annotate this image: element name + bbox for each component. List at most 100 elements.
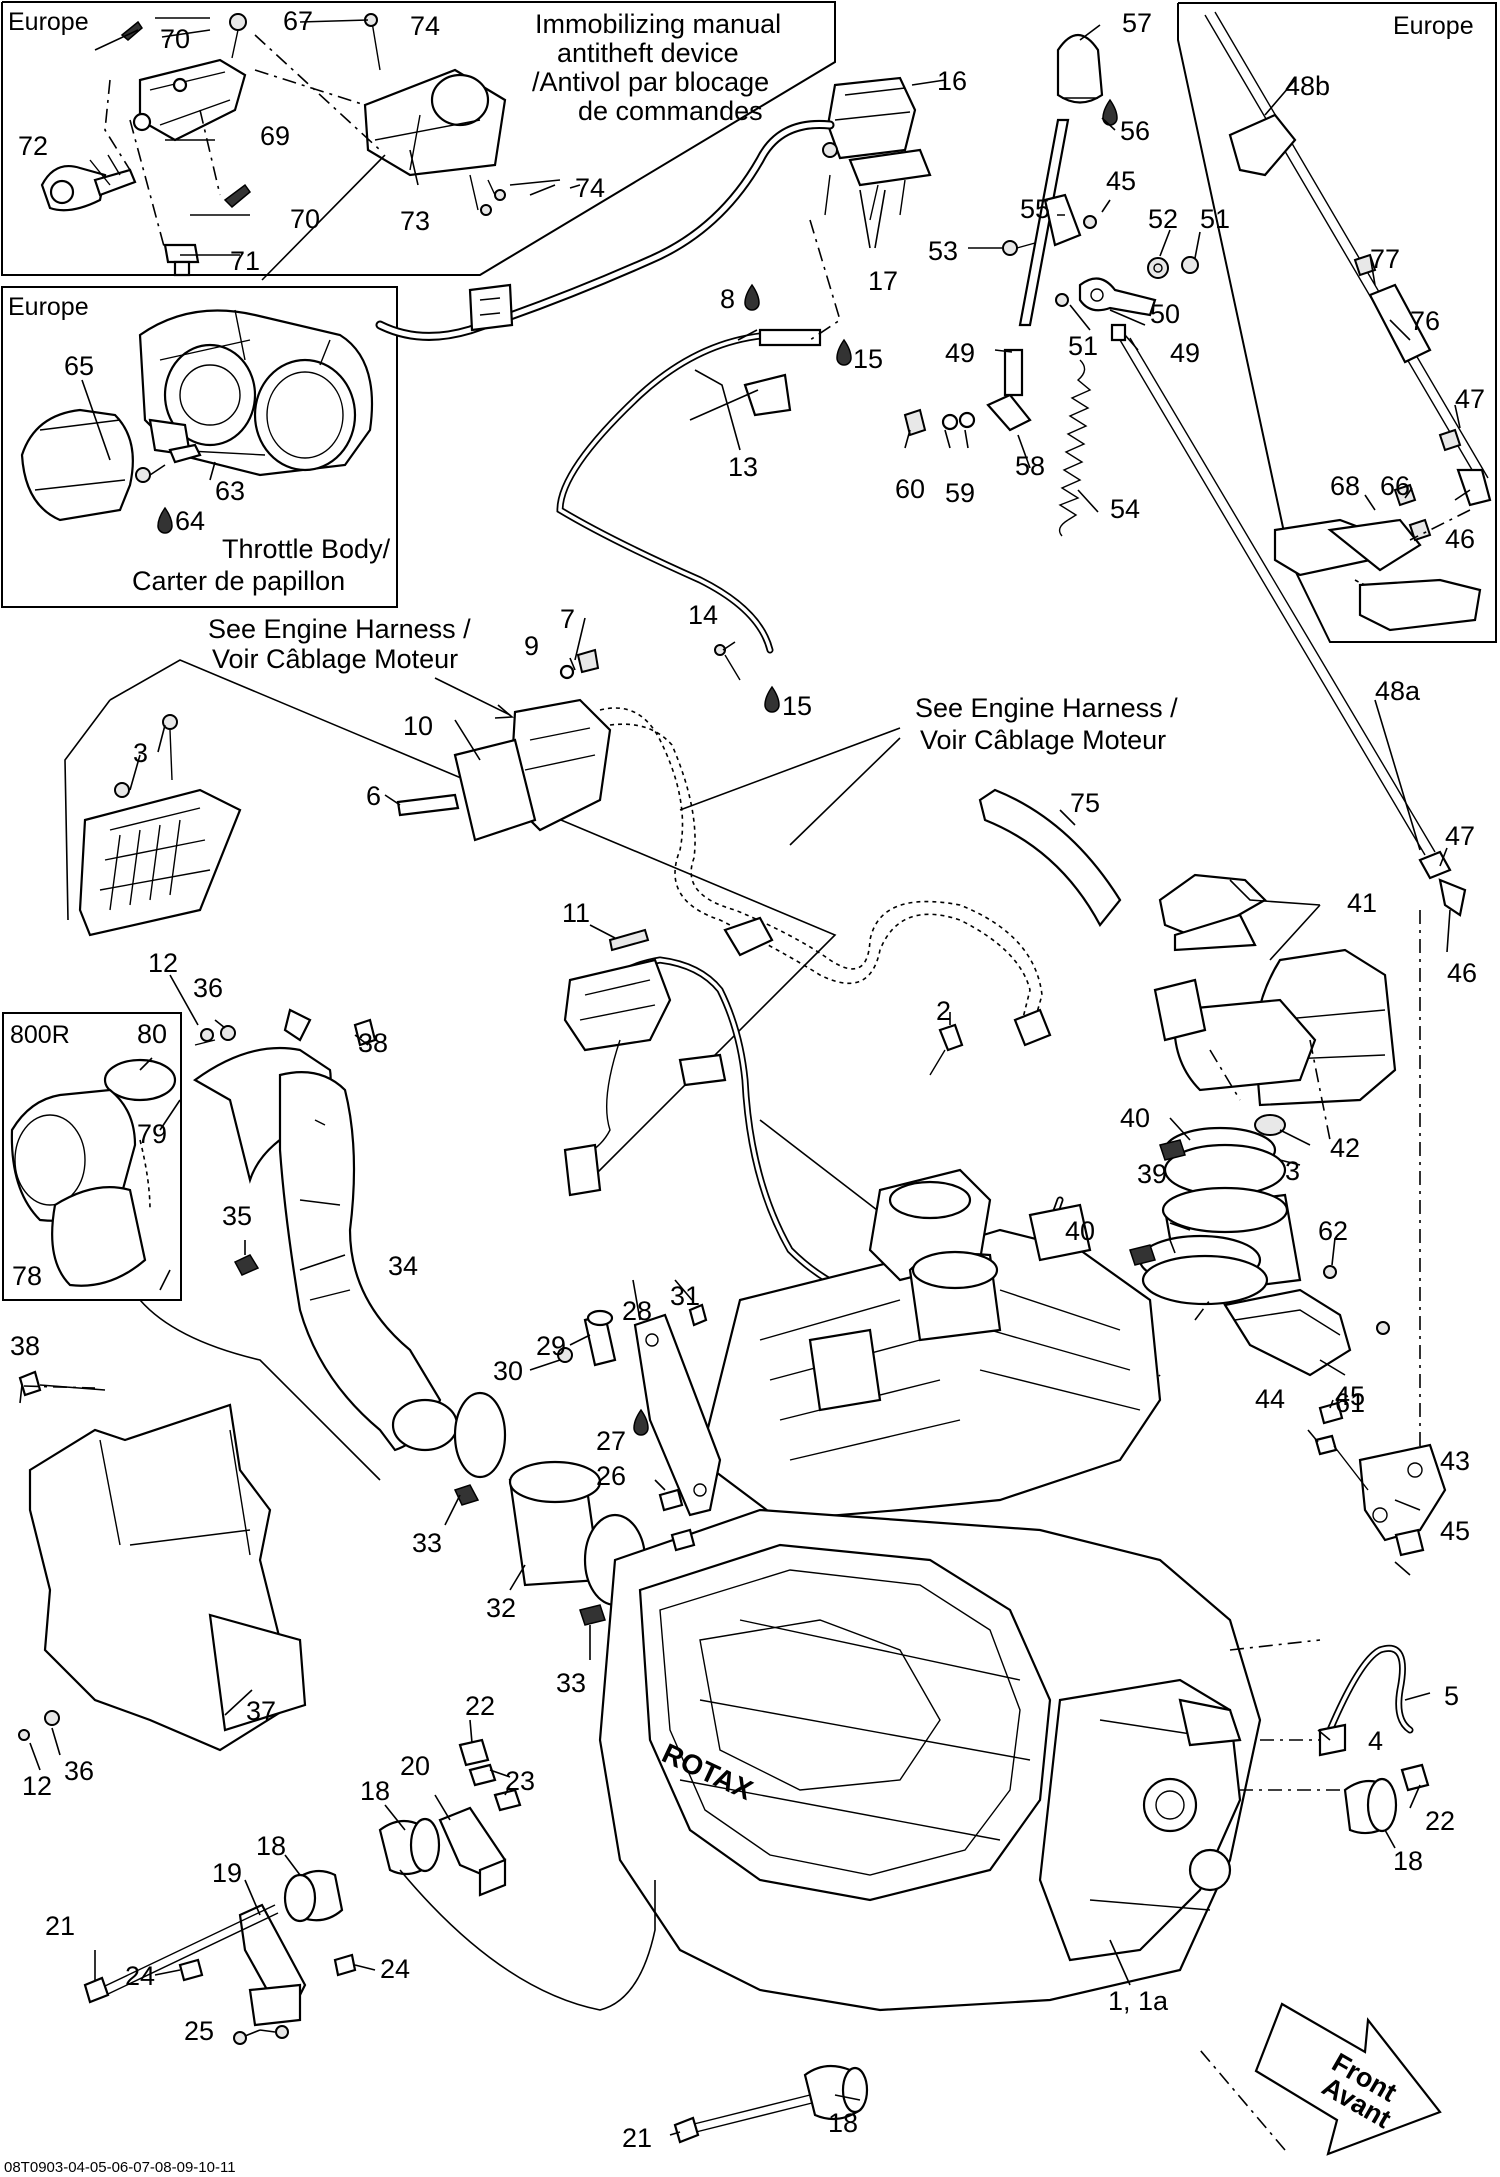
callout-46b: 46 — [1447, 958, 1477, 988]
callout-24b: 24 — [380, 1954, 410, 1984]
callout-18b: 18 — [256, 1831, 286, 1861]
intake-right-parts — [1099, 873, 1421, 2151]
immobilizer-harness — [375, 119, 841, 681]
harness-note-left-1: See Engine Harness / — [208, 614, 471, 644]
callout-44: 44 — [1255, 1384, 1285, 1414]
callout-18: 18 — [360, 1776, 390, 1806]
callout-38b: 38 — [10, 1331, 40, 1361]
callout-61: 61 — [1335, 1388, 1365, 1418]
callout-27: 27 — [596, 1426, 626, 1456]
callout-68: 68 — [1330, 471, 1360, 501]
callout-18c: 18 — [1393, 1846, 1423, 1876]
drop-icon — [633, 1408, 649, 1436]
drop-icon — [744, 283, 760, 311]
callout-52: 52 — [1148, 204, 1178, 234]
callout-60: 60 — [895, 474, 925, 504]
callout-45: 45 — [1106, 166, 1136, 196]
harness-note-left-2: Voir Câblage Moteur — [212, 644, 458, 674]
callout-34: 34 — [388, 1251, 418, 1281]
ecm-and-harness — [64, 648, 1064, 1321]
immobilizer-caption-1: Immobilizing manual — [535, 9, 781, 39]
callout-2: 2 — [936, 996, 951, 1026]
callout-50: 50 — [1150, 299, 1180, 329]
strip-75 — [978, 788, 1122, 927]
callout-31: 31 — [670, 1281, 700, 1311]
callout-55: 55 — [1020, 194, 1050, 224]
callout-26: 26 — [596, 1461, 626, 1491]
callout-74: 74 — [410, 11, 440, 41]
callout-75: 75 — [1070, 788, 1100, 818]
callout-14: 14 — [688, 600, 718, 630]
callout-40: 40 — [1120, 1103, 1150, 1133]
callout-49b: 49 — [1170, 338, 1200, 368]
drawing-code: 08T0903-04-05-06-07-08-09-10-11 — [4, 2159, 236, 2176]
callout-35: 35 — [222, 1201, 252, 1231]
callout-36: 36 — [193, 973, 223, 1003]
harness-note-right-1: See Engine Harness / — [915, 693, 1178, 723]
callout-63: 63 — [215, 476, 245, 506]
callout-62: 62 — [1318, 1216, 1348, 1246]
drop-icon — [157, 506, 173, 534]
callout-28: 28 — [622, 1296, 652, 1326]
callout-37: 37 — [246, 1696, 276, 1726]
callout-20: 20 — [400, 1751, 430, 1781]
callout-1-1a: 1, 1a — [1108, 1986, 1169, 2016]
callout-70: 70 — [160, 24, 190, 54]
callout-12b: 12 — [22, 1771, 52, 1801]
europe-cable-parts — [1204, 11, 1492, 632]
callout-64: 64 — [175, 506, 205, 536]
callout-21b: 21 — [622, 2123, 652, 2153]
callout-67: 67 — [283, 6, 313, 36]
callout-49: 49 — [945, 338, 975, 368]
callout-73: 73 — [400, 206, 430, 236]
callout-74b: 74 — [575, 173, 605, 203]
callout-53: 53 — [928, 236, 958, 266]
callout-3: 3 — [133, 738, 148, 768]
callout-54: 54 — [1110, 494, 1140, 524]
europe-right-label: Europe — [1393, 12, 1474, 40]
callout-18d: 18 — [828, 2108, 858, 2138]
callout-40b: 40 — [1065, 1216, 1095, 1246]
immobilizer-caption-4: de commandes — [578, 96, 763, 126]
callout-76: 76 — [1410, 306, 1440, 336]
callout-45c: 45 — [1440, 1516, 1470, 1546]
engine-mounts-left — [83, 1738, 656, 2045]
callout-5: 5 — [1444, 1681, 1459, 1711]
callout-70b: 70 — [290, 204, 320, 234]
callout-6: 6 — [366, 781, 381, 811]
callout-29: 29 — [536, 1331, 566, 1361]
antitheft-parts — [40, 13, 507, 281]
callout-48b: 48b — [1285, 71, 1330, 101]
callout-71: 71 — [230, 246, 260, 276]
callout-45b: 45 — [1335, 1381, 1365, 1411]
callout-65: 65 — [64, 351, 94, 381]
variant-800r-label: 800R — [10, 1021, 70, 1049]
callout-33b: 33 — [556, 1668, 586, 1698]
callout-15b: 15 — [782, 691, 812, 721]
immobilizer-switch — [822, 76, 932, 221]
throttle-body-caption-1: Throttle Body/ — [222, 534, 391, 564]
immobilizer-caption-3: /Antivol par blocage — [532, 67, 769, 97]
harness-note-right-2: Voir Câblage Moteur — [920, 725, 1166, 755]
callout-23: 23 — [505, 1766, 535, 1796]
callout-32: 32 — [486, 1593, 516, 1623]
callout-57: 57 — [1122, 8, 1152, 38]
drop-icon — [836, 338, 852, 366]
callout-58: 58 — [1015, 451, 1045, 481]
throttle-body-caption-2: Carter de papillon — [132, 566, 345, 596]
europe-antitheft-box: Europe Immobilizing manual antitheft dev… — [1, 1, 836, 276]
callout-22b: 22 — [1425, 1806, 1455, 1836]
callout-21: 21 — [45, 1911, 75, 1941]
callout-4: 4 — [1368, 1726, 1383, 1756]
callout-48a: 48a — [1375, 676, 1421, 706]
lubricant-drops — [157, 98, 1118, 1436]
callout-66: 66 — [1380, 471, 1410, 501]
callout-51: 51 — [1200, 204, 1230, 234]
throttle-body-assembly — [20, 309, 374, 522]
callout-17: 17 — [868, 266, 898, 296]
engine-harness-notes: See Engine Harness / Voir Câblage Moteur… — [208, 614, 1178, 846]
callout-8: 8 — [720, 284, 735, 314]
callout-38: 38 — [358, 1028, 388, 1058]
callout-51b: 51 — [1068, 331, 1098, 361]
europe-cable-box: Europe — [1177, 2, 1497, 643]
